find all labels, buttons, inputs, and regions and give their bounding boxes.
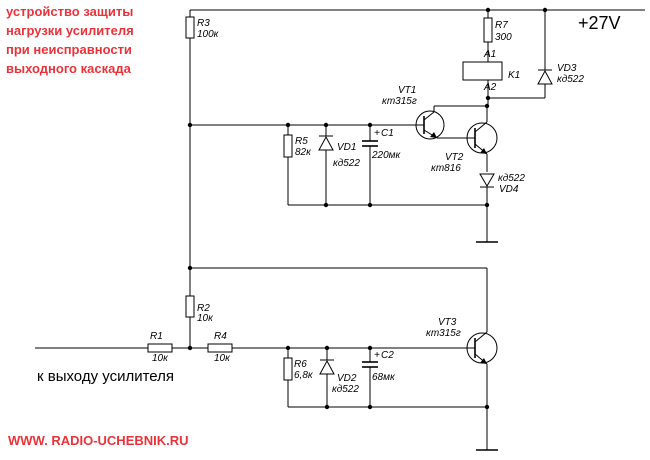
c2-value: 68мк [372,372,396,383]
r7-name: R7 [495,20,508,31]
resistor-r2 [185,268,195,348]
r6-value: 6,8к [294,370,314,381]
junction-gnd-a [323,202,329,208]
vt2-name: VT2 [445,152,464,163]
transistor-vt2 [466,106,498,172]
c1-value: 220мк [371,150,402,161]
r6-name: R6 [294,359,307,370]
r2-value: 10к [197,313,214,324]
junction-gnd-e [367,404,373,410]
vt3-value: кт315г [426,328,461,339]
supply-rail [190,7,645,13]
vd4-name: VD4 [499,184,519,195]
vt1-name: VT1 [398,85,416,96]
c2-name: C2 [381,350,394,361]
transistor-vt1 [411,106,466,140]
capacitor-c2 [362,348,378,407]
relay-k1 [462,61,503,106]
supply-label: +27V [578,13,621,33]
r4-value: 10к [214,353,231,364]
title-line-1: устройство защиты [6,4,133,19]
c2-plus: + [374,350,380,361]
input-label: к выходу усилителя [37,368,174,385]
r2-name: R2 [197,303,210,314]
resistor-r7 [483,10,493,62]
vd1-value: кд522 [333,158,360,169]
junction-gnd-d [324,404,330,410]
transistor-vt3 [463,331,498,450]
diode-vd3 [488,10,553,99]
c1-name: C1 [381,128,394,139]
vt3-name: VT3 [438,317,457,328]
vt1-value: кт315г [382,96,417,107]
resistor-r4 [207,343,463,353]
r5-name: R5 [295,136,308,147]
k1-name: K1 [508,70,520,81]
diode-vd1 [318,125,334,205]
diode-vd2 [319,348,335,407]
resistor-r6 [283,348,293,407]
junction-gnd-b [367,202,373,208]
vt2-value: кт816 [431,163,461,174]
k1-pin-a2: A2 [483,82,497,93]
resistor-r1 [147,343,208,353]
r5-value: 82к [295,147,312,158]
r1-value: 10к [152,353,169,364]
junction-vd3 [485,95,491,101]
r4-name: R4 [214,331,227,342]
title-line-3: при неисправности [6,42,132,57]
resistor-r5 [283,125,293,205]
resistor-r3 [185,10,195,125]
title-line-2: нагрузки усилителя [6,23,134,38]
vd2-name: VD2 [337,373,357,384]
r3-value: 100к [197,29,220,40]
vd3-name: VD3 [557,63,577,74]
vd3-value: кд522 [557,74,584,85]
r7-value: 300 [495,32,512,43]
diode-vd4 [479,173,495,242]
capacitor-c1 [362,125,378,205]
k1-pin-a1: A1 [483,49,496,60]
vd4-value: кд522 [498,173,525,184]
c1-plus: + [374,128,380,139]
vd2-value: кд522 [332,384,359,395]
r3-name: R3 [197,18,210,29]
vd1-name: VD1 [337,142,356,153]
r1-name: R1 [150,331,163,342]
title-line-4: выходного каскада [6,61,132,76]
watermark: WWW. RADIO-UCHEBNIK.RU [8,433,189,448]
